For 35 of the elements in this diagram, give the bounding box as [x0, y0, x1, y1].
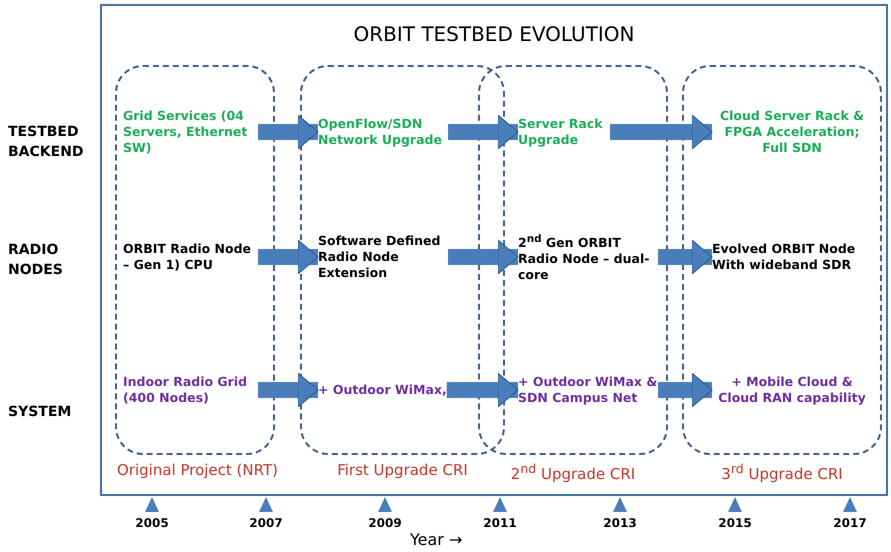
row-label: RADIO NODES	[8, 241, 64, 280]
year-label: 2015	[717, 516, 753, 530]
milestone-text: Software Defined Radio Node Extension	[318, 225, 448, 289]
milestone-text: Grid Services (04 Servers, Ethernet SW)	[123, 100, 258, 164]
row-label: TESTBED BACKEND	[8, 123, 85, 162]
period-label: 3$^{rd}$ Upgrade CRI	[720, 461, 844, 483]
row-label: SYSTEM	[8, 403, 72, 422]
milestone-text: Indoor Radio Grid (400 Nodes)	[123, 358, 258, 422]
block-arrow	[658, 240, 712, 274]
year-label: 2009	[367, 516, 403, 530]
diagram-title: ORBIT TESTBED EVOLUTION	[352, 22, 636, 46]
milestone-text: Cloud Server Rack & FPGA Acceleration; Full SDN	[712, 100, 872, 164]
axis-label: Year →	[410, 530, 462, 549]
milestone-text: Server Rack Upgrade	[518, 100, 610, 164]
block-arrow	[258, 114, 318, 150]
period-label: First Upgrade CRI	[336, 461, 469, 479]
block-arrow	[446, 372, 518, 408]
block-arrow	[258, 240, 318, 274]
milestone-text: OpenFlow/SDN Network Upgrade	[318, 100, 448, 164]
milestone-text: + Mobile Cloud & Cloud RAN capability	[712, 358, 872, 422]
milestone-text: + Outdoor WiMax,	[318, 358, 447, 422]
milestone-text: 2$^{nd}$ Gen ORBIT Radio Node – dual-core	[518, 225, 658, 289]
year-label: 2013	[602, 516, 638, 530]
block-arrow	[448, 240, 518, 274]
milestone-text: ORBIT Radio Node – Gen 1) CPU	[123, 225, 258, 289]
year-label: 2011	[482, 516, 518, 530]
year-label: 2005	[134, 516, 170, 530]
year-label: 2017	[832, 516, 868, 530]
milestone-text: + Outdoor WiMax & SDN Campus Net	[518, 358, 658, 422]
block-arrow	[658, 372, 712, 408]
block-arrow	[610, 114, 712, 150]
period-label: 2$^{nd}$ Upgrade CRI	[510, 461, 636, 483]
block-arrow	[448, 114, 518, 150]
milestone-text: Evolved ORBIT Node With wideband SDR	[712, 225, 872, 289]
year-label: 2007	[248, 516, 284, 530]
